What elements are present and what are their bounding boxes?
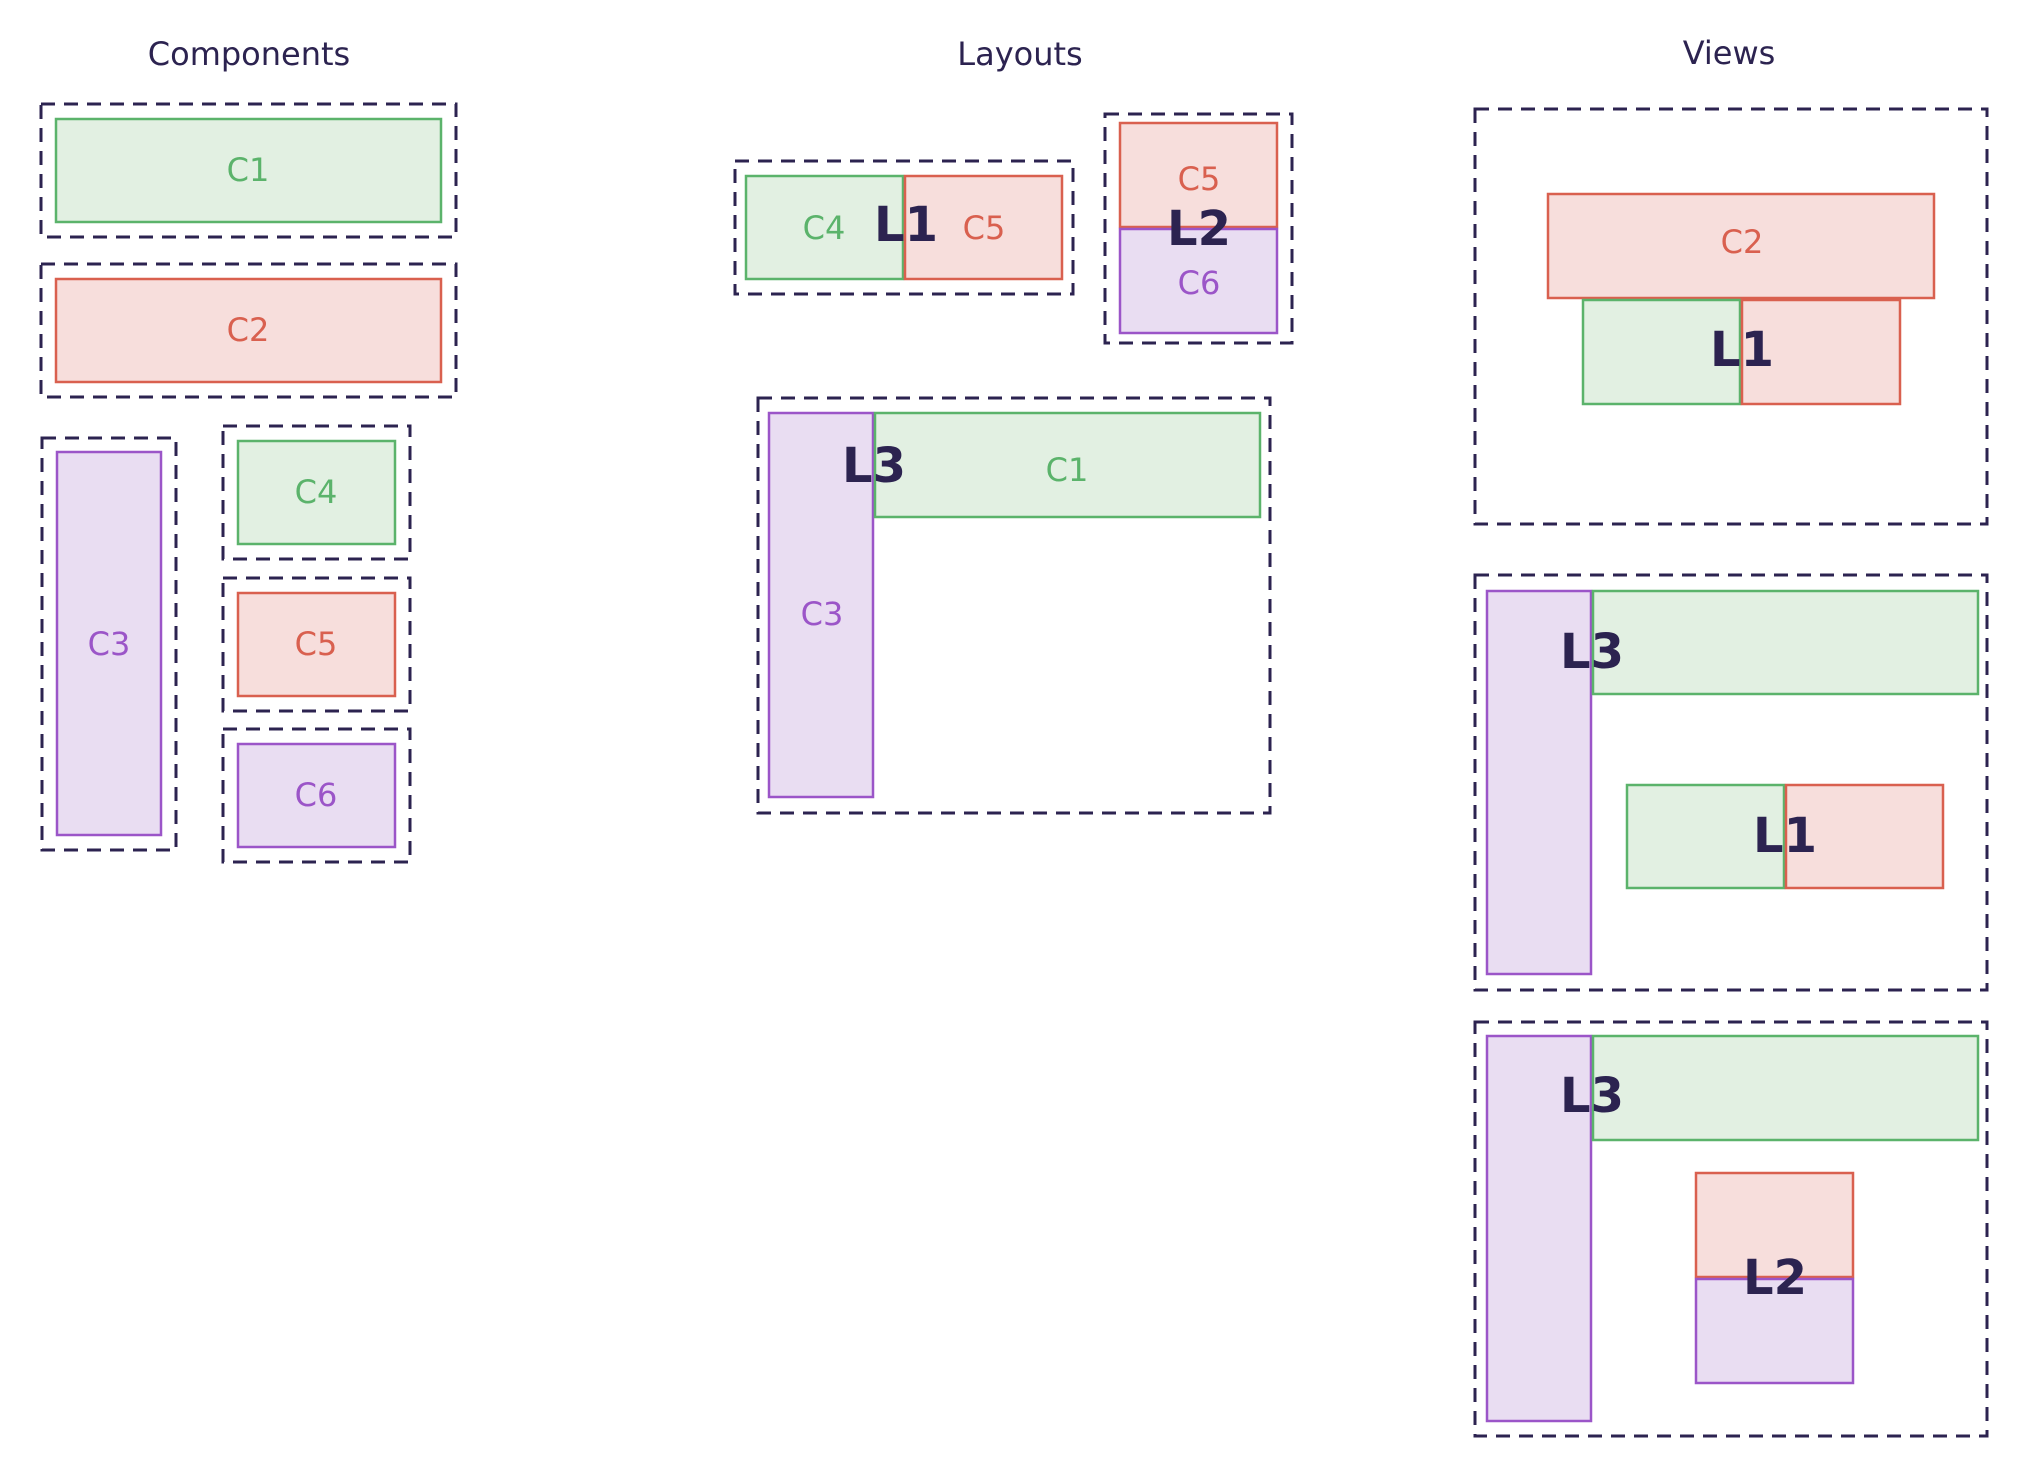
view-2-l1-label: L1	[1753, 808, 1817, 864]
layout-l3-label: L3	[842, 438, 906, 494]
component-c6-label: C6	[295, 776, 338, 814]
layout-l2: C5 C6 L2	[1103, 112, 1294, 345]
component-c3-label: C3	[88, 625, 131, 663]
component-c1-label: C1	[227, 151, 270, 189]
view-3-l2-label: L2	[1743, 1250, 1807, 1306]
component-c6: C6	[221, 727, 412, 864]
view-3-l2-c5-box	[1694, 1171, 1855, 1279]
component-c5-box	[236, 591, 397, 698]
view-3-frame	[1473, 1020, 1989, 1438]
layout-l1-c5-box	[903, 174, 1064, 281]
layout-l3-c1-label: C1	[1046, 451, 1089, 489]
view-1-l1-c5-box	[1740, 298, 1902, 406]
layout-l1-c4-label: C4	[803, 209, 846, 247]
view-3-l2-c6-box	[1694, 1277, 1855, 1385]
view-2-l3-c3-box	[1485, 589, 1593, 976]
component-c4-frame	[221, 424, 412, 561]
view-2-frame	[1473, 573, 1989, 992]
component-c2-frame	[39, 262, 458, 399]
layout-l1: C4 C5 L1	[733, 159, 1075, 296]
component-c4-box	[236, 439, 397, 546]
view-2: L3 L1	[1473, 573, 1989, 992]
component-c3-box	[55, 450, 163, 837]
layout-l2-c5-label: C5	[1178, 160, 1221, 198]
layout-l2-c6-box	[1118, 227, 1279, 335]
layout-l3-c1-box	[873, 411, 1262, 519]
view-1-l1-label: L1	[1710, 322, 1774, 378]
component-c1-frame	[39, 102, 458, 239]
view-1-l1-c4-box	[1581, 298, 1742, 406]
view-2-l1-c5-box	[1784, 783, 1945, 890]
component-c2-box	[54, 277, 443, 384]
component-c5-frame	[221, 576, 412, 713]
layout-l1-c5-label: C5	[963, 209, 1006, 247]
layout-l1-c4-box	[744, 174, 905, 281]
component-c6-box	[236, 742, 397, 849]
view-3-l3-label: L3	[1560, 1068, 1624, 1124]
view-2-l3-label: L3	[1560, 624, 1624, 680]
layout-l3-frame	[756, 396, 1272, 815]
layout-l2-label: L2	[1167, 201, 1231, 257]
view-3-l3-c1-box	[1591, 1034, 1980, 1142]
component-c4-label: C4	[295, 473, 338, 511]
view-2-l1-c4-box	[1625, 783, 1786, 890]
component-c3-frame	[40, 436, 178, 852]
layouts-heading: Layouts	[957, 35, 1082, 73]
component-c1: C1	[39, 102, 458, 239]
view-1-c2-label: C2	[1721, 223, 1764, 261]
layout-l2-c5-box	[1118, 121, 1279, 229]
view-1: C2 L1	[1473, 107, 1989, 526]
view-1-frame	[1473, 107, 1989, 526]
component-c3: C3	[40, 436, 178, 852]
component-c4: C4	[221, 424, 412, 561]
components-heading: Components	[148, 35, 350, 73]
component-c1-box	[54, 117, 443, 224]
layout-l2-c6-label: C6	[1178, 264, 1221, 302]
component-c6-frame	[221, 727, 412, 864]
layout-l1-frame	[733, 159, 1075, 296]
layout-l3: C3 C1 L3	[756, 396, 1272, 815]
view-2-l3-c1-box	[1591, 589, 1980, 696]
layout-l3-c3-box	[767, 411, 875, 799]
view-3-l3-c3-box	[1485, 1034, 1593, 1423]
view-1-c2-box	[1546, 192, 1936, 300]
component-c2-label: C2	[227, 311, 270, 349]
layout-l1-label: L1	[874, 197, 938, 253]
component-c5-label: C5	[295, 625, 338, 663]
layout-l2-frame	[1103, 112, 1294, 345]
component-c5: C5	[221, 576, 412, 713]
layout-l3-c3-label: C3	[801, 595, 844, 633]
component-c2: C2	[39, 262, 458, 399]
views-heading: Views	[1683, 34, 1776, 72]
view-3: L3 L2	[1473, 1020, 1989, 1438]
